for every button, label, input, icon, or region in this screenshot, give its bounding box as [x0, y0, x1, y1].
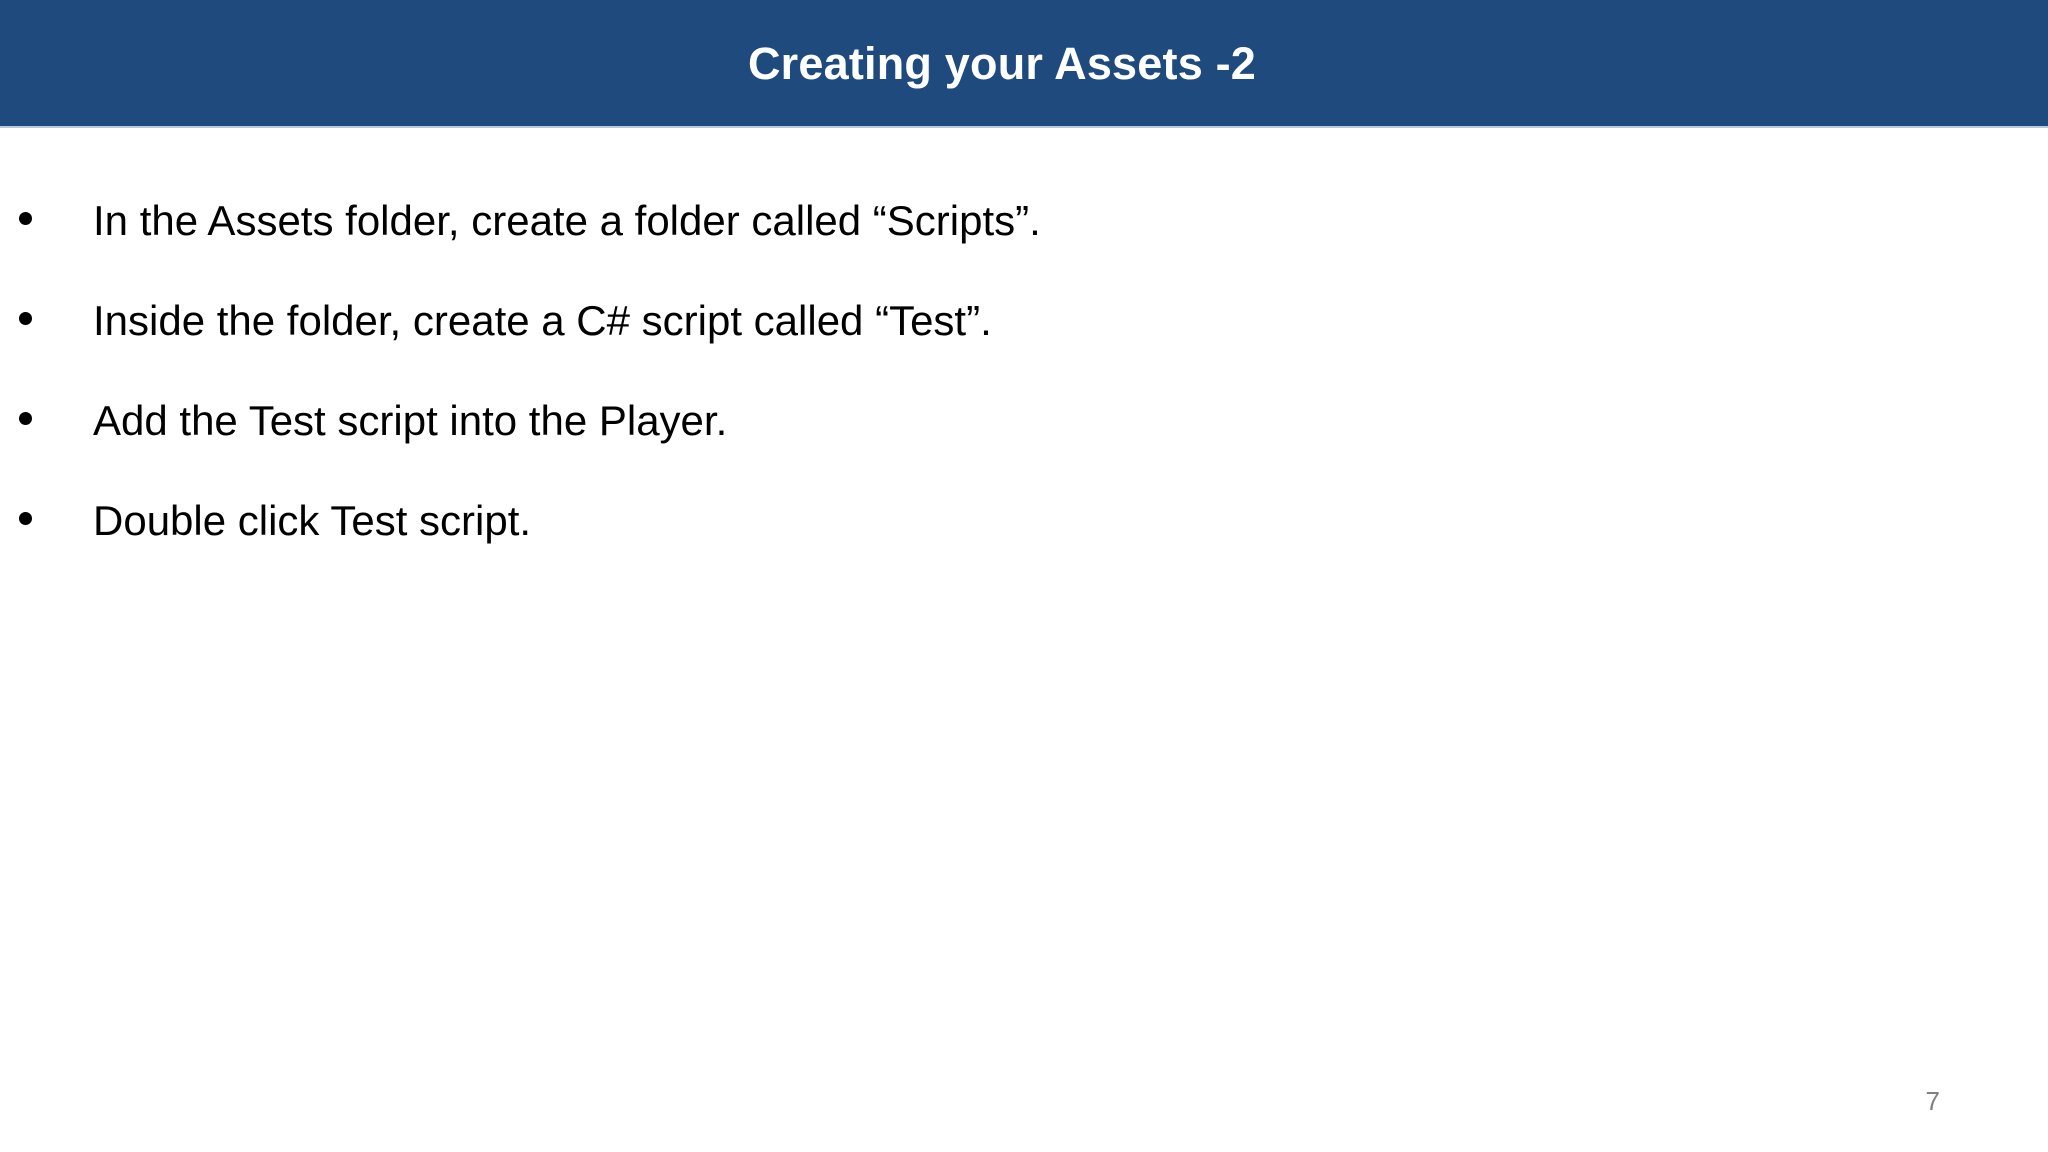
bullet-point-icon	[19, 512, 32, 525]
bullet-list: In the Assets folder, create a folder ca…	[0, 190, 1900, 590]
slide-title-banner: Creating your Assets -2	[0, 0, 2048, 126]
list-item: Inside the folder, create a C# script ca…	[0, 290, 1900, 390]
list-item: Double click Test script.	[0, 490, 1900, 590]
slide-body: In the Assets folder, create a folder ca…	[0, 126, 2048, 1152]
bullet-text: In the Assets folder, create a folder ca…	[93, 197, 1041, 244]
bullet-text: Inside the folder, create a C# script ca…	[93, 297, 992, 344]
title-banner-bottom-edge	[0, 126, 2048, 128]
bullet-point-icon	[19, 412, 32, 425]
slide-title: Creating your Assets -2	[747, 37, 1257, 89]
bullet-point-icon	[19, 312, 32, 325]
page-number: 7	[1925, 1086, 1940, 1116]
list-item: Add the Test script into the Player.	[0, 390, 1900, 490]
list-item: In the Assets folder, create a folder ca…	[0, 190, 1900, 290]
bullet-text: Double click Test script.	[93, 497, 532, 544]
bullet-text: Add the Test script into the Player.	[93, 397, 728, 444]
bullet-point-icon	[19, 212, 32, 225]
